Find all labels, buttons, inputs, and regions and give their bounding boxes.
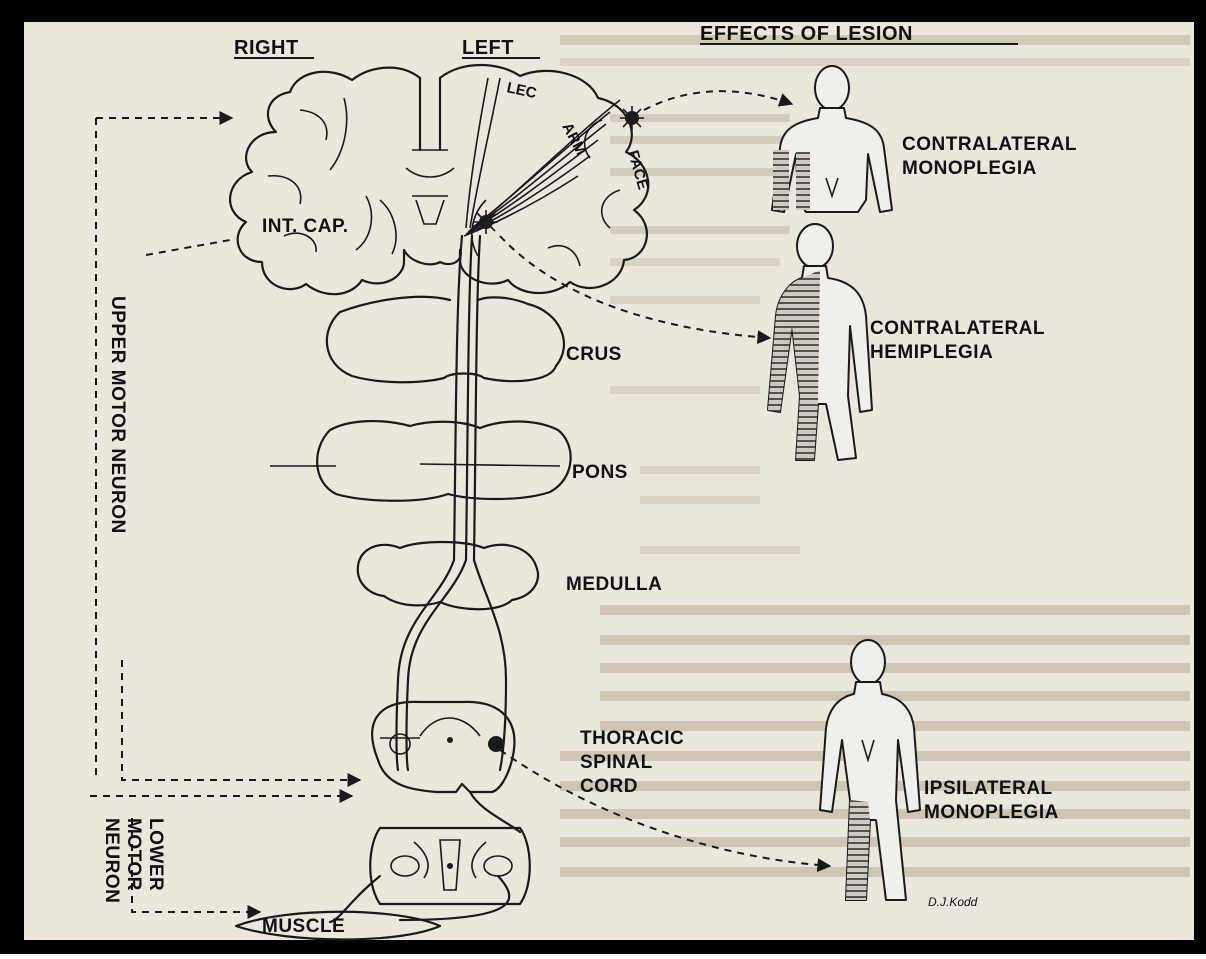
label-muscle: MUSCLE [262,916,345,937]
effect-hemiplegia-2: HEMIPLEGIA [870,342,993,363]
cortical-lesion-star [620,106,644,130]
label-medulla: MEDULLA [566,574,662,595]
header-right: RIGHT [234,37,299,59]
label-lower-2: MOTOR [123,818,144,891]
artist-signature: D.J.Kodd [928,895,978,909]
label-lower-1: LOWER [145,818,166,891]
effect-hemiplegia-1: CONTRALATERAL [870,318,1045,339]
label-lower-3: NEURON [101,818,122,903]
effect-monoplegia-1: CONTRALATERAL [902,134,1077,155]
effect-ipsilateral-2: MONOPLEGIA [924,802,1059,823]
label-thoracic-3: CORD [580,776,638,797]
effect-monoplegia-2: MONOPLEGIA [902,158,1037,179]
label-int-cap: INT. CAP. [262,216,349,237]
label-pons: PONS [572,462,628,483]
effect-ipsilateral-1: IPSILATERAL [924,778,1053,799]
header-effects: EFFECTS OF LESION [700,23,913,45]
label-upper-motor-neuron: UPPER MOTOR NEURON [107,296,128,534]
capsule-lesion-star [474,210,498,234]
label-thoracic-2: SPINAL [580,752,653,773]
label-crus: CRUS [566,344,622,365]
label-thoracic-1: THORACIC [580,728,684,749]
header-left: LEFT [462,37,514,59]
